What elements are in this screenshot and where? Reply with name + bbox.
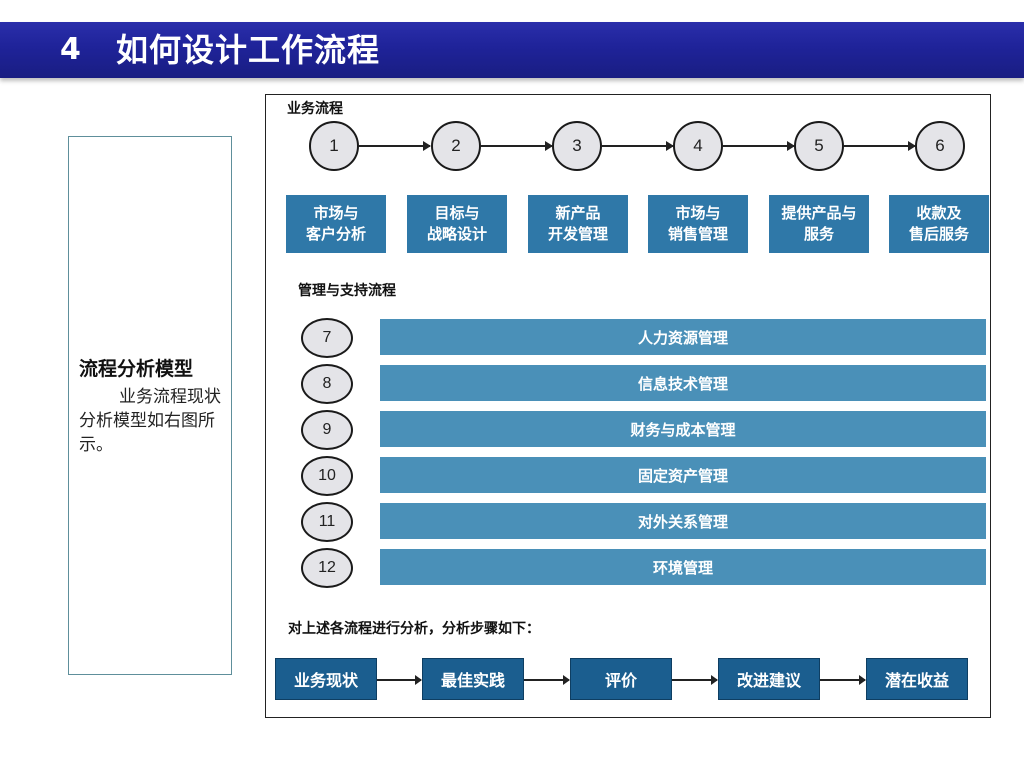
step-circle-3: 3: [552, 121, 602, 171]
mgmt-circle-9: 9: [301, 410, 353, 450]
business-step-box-5: 提供产品与 服务: [769, 195, 869, 253]
mgmt-bar-environment: 环境管理: [380, 549, 986, 585]
analysis-step-best-practice: 最佳实践: [422, 658, 524, 700]
diagram-frame: [265, 94, 991, 718]
analysis-arrow-3: [672, 676, 718, 684]
analysis-step-evaluation: 评价: [570, 658, 672, 700]
title-number: 4: [60, 32, 81, 67]
arrow-4-5: [723, 141, 795, 151]
step-circle-4: 4: [673, 121, 723, 171]
analysis-step-improvement: 改进建议: [718, 658, 820, 700]
step-circle-5: 5: [794, 121, 844, 171]
business-step-box-2: 目标与 战略设计: [407, 195, 507, 253]
mgmt-bar-finance: 财务与成本管理: [380, 411, 986, 447]
mgmt-circle-7: 7: [301, 318, 353, 358]
panel-heading: 流程分析模型: [79, 358, 194, 380]
business-step-box-1: 市场与 客户分析: [286, 195, 386, 253]
title-bar: 4 如何设计工作流程: [0, 22, 1024, 78]
mgmt-bar-hr: 人力资源管理: [380, 319, 986, 355]
analysis-arrow-4: [820, 676, 866, 684]
mgmt-bar-external-relations: 对外关系管理: [380, 503, 986, 539]
description-panel: 流程分析模型 业务流程现状分析模型如右图所示。: [68, 136, 232, 675]
panel-body-text: 业务流程现状分析模型如右图所示。: [79, 387, 221, 455]
step-circle-6: 6: [915, 121, 965, 171]
management-process-label: 管理与支持流程: [298, 283, 396, 299]
step-circle-2: 2: [431, 121, 481, 171]
arrow-5-6: [844, 141, 916, 151]
mgmt-circle-8: 8: [301, 364, 353, 404]
business-step-box-6: 收款及 售后服务: [889, 195, 989, 253]
business-step-box-4: 市场与 销售管理: [648, 195, 748, 253]
analysis-step-current-state: 业务现状: [275, 658, 377, 700]
arrow-1-2: [359, 141, 431, 151]
analysis-arrow-1: [377, 676, 422, 684]
mgmt-circle-10: 10: [301, 456, 353, 496]
mgmt-circle-11: 11: [301, 502, 353, 542]
business-process-label: 业务流程: [287, 101, 343, 117]
arrow-3-4: [602, 141, 674, 151]
arrow-2-3: [481, 141, 553, 151]
analysis-step-potential-benefit: 潜在收益: [866, 658, 968, 700]
analysis-arrow-2: [524, 676, 570, 684]
step-circle-1: 1: [309, 121, 359, 171]
page-title: 如何设计工作流程: [116, 31, 381, 69]
analysis-label: 对上述各流程进行分析，分析步骤如下：: [288, 621, 540, 637]
mgmt-bar-fixed-assets: 固定资产管理: [380, 457, 986, 493]
mgmt-circle-12: 12: [301, 548, 353, 588]
mgmt-bar-it: 信息技术管理: [380, 365, 986, 401]
business-step-box-3: 新产品 开发管理: [528, 195, 628, 253]
